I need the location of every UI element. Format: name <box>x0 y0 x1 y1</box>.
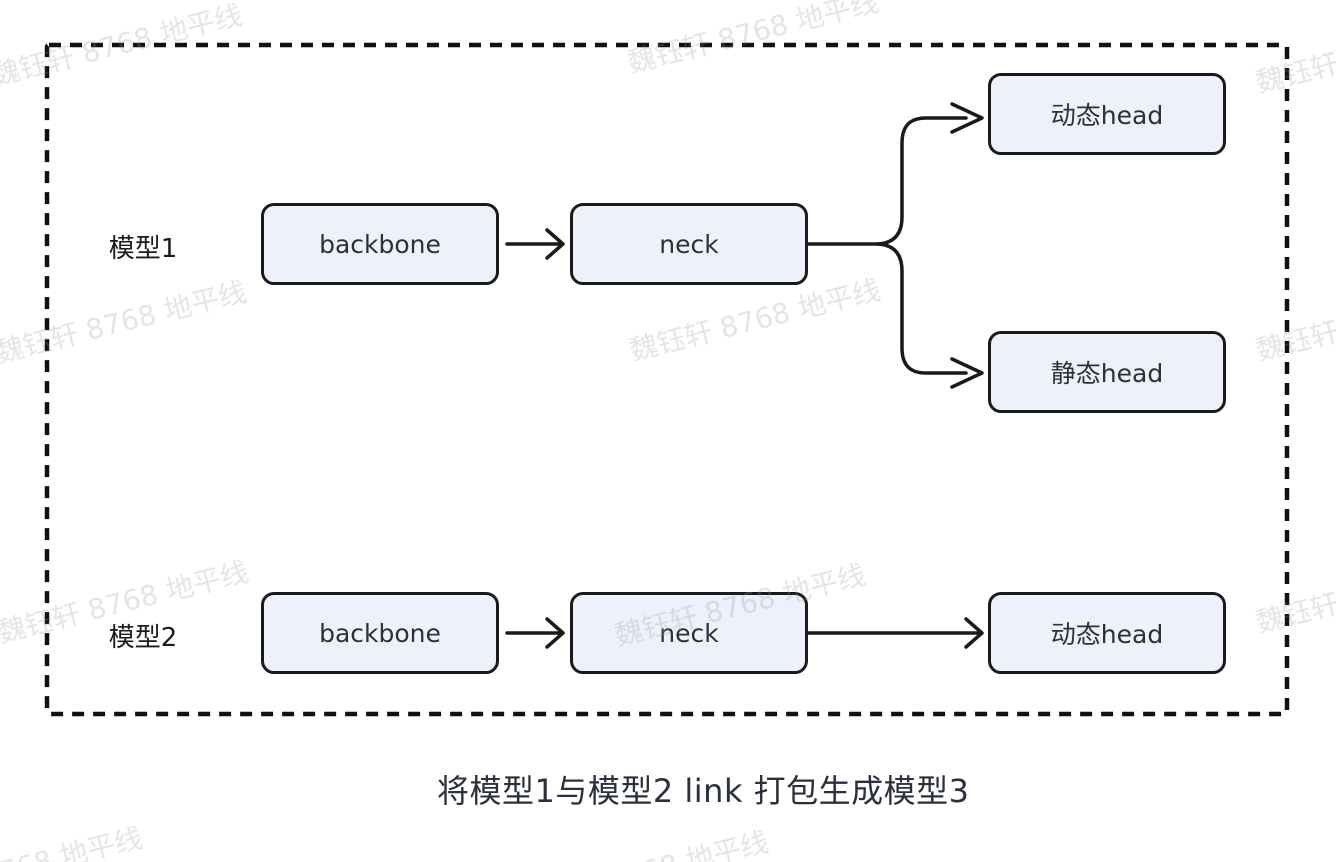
node-model1-dynamic-head: 动态head <box>988 73 1226 155</box>
node-model2-neck: neck <box>570 592 808 674</box>
fork-branch-to-static-head <box>876 242 984 389</box>
model2-label: 模型2 <box>108 623 178 653</box>
diagram-caption: 将模型1与模型2 link 打包生成模型3 <box>437 772 970 810</box>
fork-branch-to-dynamic-head <box>876 102 984 246</box>
dashed-container-border <box>44 42 1290 717</box>
node-model2-backbone: backbone <box>261 592 499 674</box>
node-model2-dynamic-head: 动态head <box>988 592 1226 674</box>
node-model1-static-head: 静态head <box>988 331 1226 413</box>
node-model1-neck: neck <box>570 203 808 285</box>
arrow-model1-backbone-to-neck <box>505 228 565 260</box>
model1-label: 模型1 <box>108 234 178 264</box>
arrow-model2-neck-to-head <box>806 617 984 649</box>
node-model1-backbone: backbone <box>261 203 499 285</box>
arrow-model2-backbone-to-neck <box>505 617 565 649</box>
